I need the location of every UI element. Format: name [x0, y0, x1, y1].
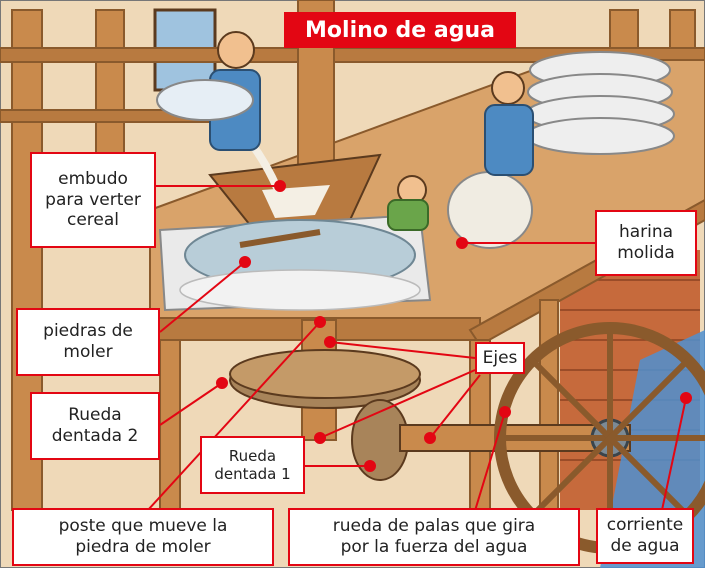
label-flour-text: harina molida: [617, 222, 675, 263]
label-gear-2-text: Rueda dentada 2: [51, 405, 139, 446]
label-water: corriente de agua: [596, 508, 694, 564]
label-water-text: corriente de agua: [606, 515, 684, 556]
diagram-title: Molino de agua: [284, 12, 516, 48]
label-paddle-wheel-text: rueda de palas que gira por la fuerza de…: [332, 516, 536, 557]
label-millstones: piedras de moler: [16, 308, 160, 376]
label-gear-2: Rueda dentada 2: [30, 392, 160, 460]
ground-flour-sack: [447, 171, 533, 249]
leader-lines: [147, 180, 692, 515]
label-flour: harina molida: [595, 210, 697, 276]
label-post-text: poste que mueve la piedra de moler: [58, 516, 228, 557]
grain-in-funnel: [262, 185, 330, 218]
label-gear-1-text: Rueda dentada 1: [214, 446, 291, 483]
label-funnel: embudo para verter cereal: [30, 152, 156, 248]
flour-sacks: [525, 51, 675, 155]
label-axles: Ejes: [475, 342, 525, 374]
worker-middle: [387, 175, 429, 231]
label-funnel-text: embudo para verter cereal: [45, 168, 141, 231]
label-post: poste que mueve la piedra de moler: [12, 508, 274, 566]
flour-ring: [179, 269, 421, 311]
millstone-lever: [239, 229, 321, 248]
label-paddle-wheel: rueda de palas que gira por la fuerza de…: [288, 508, 580, 566]
label-gear-1: Rueda dentada 1: [200, 436, 305, 494]
label-millstones-text: piedras de moler: [43, 321, 133, 362]
label-axles-text: Ejes: [482, 347, 518, 368]
worker-right: [484, 71, 534, 176]
worker-left: [156, 31, 261, 151]
